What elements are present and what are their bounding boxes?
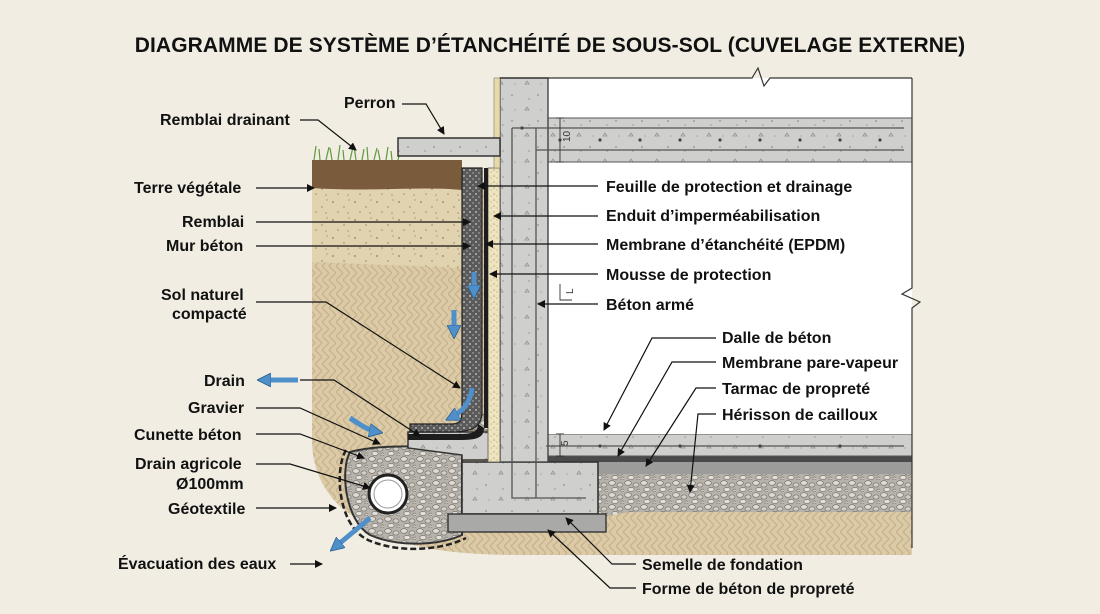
concrete-slab	[539, 433, 913, 457]
label-pare-vapeur: Membrane pare-vapeur	[722, 355, 898, 372]
break-symbol-top	[500, 66, 912, 88]
label-semelle: Semelle de fondation	[642, 557, 803, 574]
label-drain: Drain	[204, 373, 245, 390]
dim-5-line	[556, 433, 564, 457]
label-remblai: Remblai	[182, 214, 244, 231]
protection-foam	[493, 77, 501, 169]
grass-icon	[313, 144, 401, 161]
dim-10-line	[556, 117, 564, 163]
label-drain-agricole-1: Drain agricole	[135, 456, 242, 473]
geotextile-line	[338, 449, 467, 551]
label-drain-agricole-2: Ø100mm	[176, 476, 244, 493]
label-mur-beton: Mur béton	[166, 238, 243, 255]
label-mousse: Mousse de protection	[606, 267, 771, 284]
leader-remblai-drainant	[300, 119, 357, 151]
topsoil-layer	[312, 160, 462, 190]
upper-slab	[499, 117, 913, 163]
leader-forme	[547, 529, 636, 589]
leader-pare-vapeur	[617, 361, 716, 457]
leader-tarmac	[645, 387, 716, 467]
dim-5: 5	[560, 440, 571, 446]
leader-drain-agricole	[256, 463, 371, 490]
label-remblai-drainant: Remblai drainant	[160, 112, 290, 129]
label-dalle: Dalle de béton	[722, 330, 831, 347]
drain-pipe-icon	[367, 473, 409, 515]
leader-perron	[402, 103, 445, 135]
label-sol-naturel-1: Sol naturel	[161, 287, 244, 304]
label-beton-arme: Béton armé	[606, 297, 694, 314]
label-tarmac: Tarmac de propreté	[722, 381, 870, 398]
leader-dalle	[603, 337, 716, 431]
label-feuille: Feuille de protection et drainage	[606, 179, 852, 196]
label-enduit: Enduit d’imperméabilisation	[606, 208, 820, 225]
rebar	[511, 127, 904, 499]
label-terre-vegetale: Terre végétale	[134, 180, 241, 197]
rebar-dots	[520, 126, 882, 448]
leader-gravier	[256, 407, 381, 445]
dim-10: 10	[562, 130, 573, 142]
label-perron: Perron	[344, 95, 396, 112]
leader-lines	[256, 103, 716, 589]
evacuation-arrow	[334, 516, 372, 548]
diagram-title: DIAGRAMME DE SYSTÈME D’ÉTANCHÉITÉ DE SOU…	[134, 34, 966, 57]
tarmac-layer	[586, 462, 912, 474]
reinforced-wall	[499, 77, 549, 463]
leader-drain	[300, 379, 421, 437]
epdm-membrane	[484, 168, 488, 428]
water-flow-arrows	[262, 272, 474, 548]
gravel-subbase	[586, 474, 912, 528]
water-arrow-4	[348, 415, 378, 432]
label-sol-naturel-2: compacté	[172, 306, 247, 323]
dim-L-line	[559, 284, 572, 301]
water-arrow-3	[450, 387, 475, 418]
waterproof-render	[487, 167, 501, 463]
lean-concrete	[447, 513, 607, 533]
label-gravier: Gravier	[188, 400, 244, 417]
label-herisson: Hérisson de cailloux	[722, 407, 878, 424]
label-evacuation: Évacuation des eaux	[118, 554, 276, 573]
leader-herisson	[686, 413, 716, 493]
label-epdm: Membrane d’étanchéité (EPDM)	[606, 237, 845, 254]
leader-semelle	[565, 517, 636, 565]
membrane-toe	[408, 424, 484, 440]
label-forme: Forme de béton de propreté	[642, 581, 855, 598]
leader-cunette	[256, 433, 365, 460]
perron-step	[397, 137, 501, 157]
break-symbol-right	[900, 78, 922, 548]
backfill-zone	[312, 182, 462, 268]
vapor-barrier	[540, 456, 912, 462]
leader-sol-naturel	[256, 301, 461, 389]
label-geotextile: Géotextile	[168, 501, 245, 518]
dim-L: L	[565, 288, 576, 294]
footing	[461, 461, 599, 515]
label-cunette: Cunette béton	[134, 427, 242, 444]
drainage-sheet	[409, 167, 483, 433]
